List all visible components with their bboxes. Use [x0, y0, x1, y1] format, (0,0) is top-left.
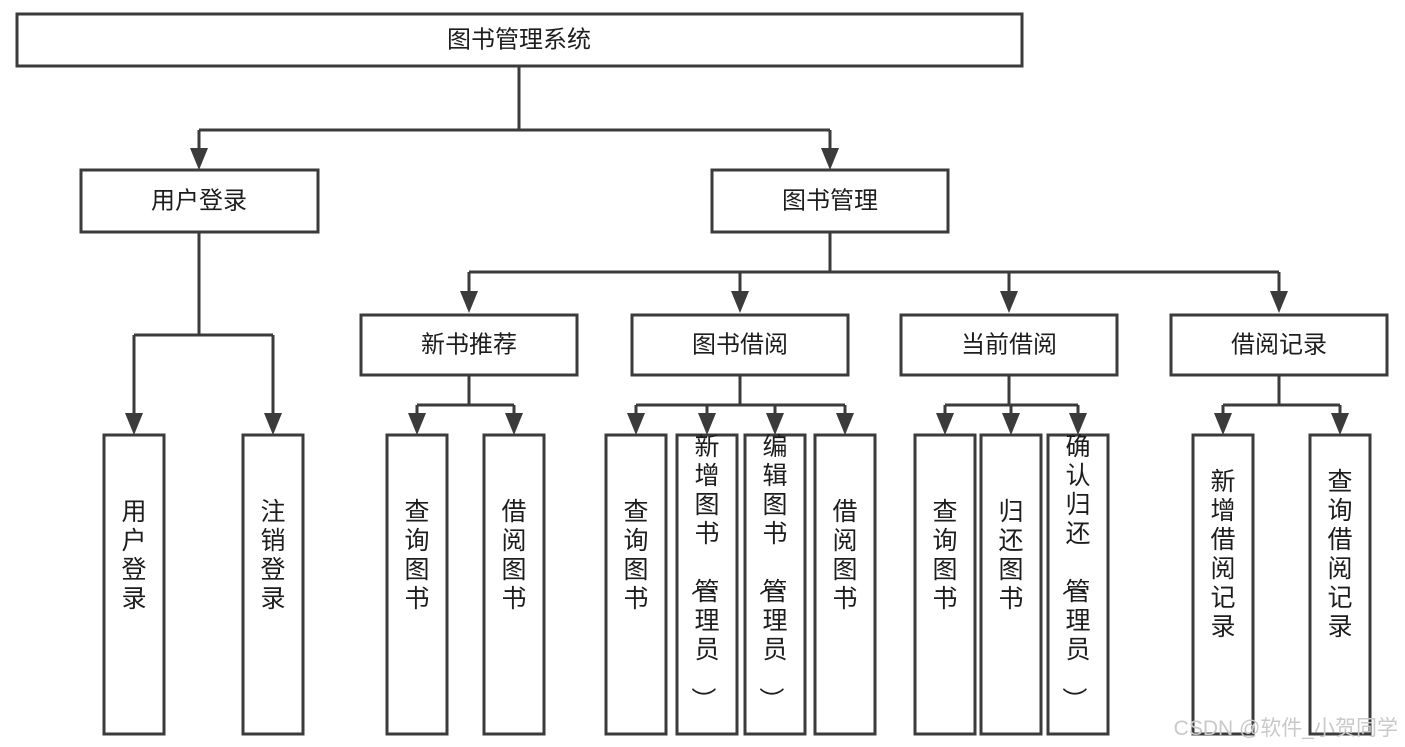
- arrow-head-borrow-record: [1270, 291, 1288, 313]
- leaf-box-book-borrow-edit[interactable]: [743, 433, 807, 736]
- arrow-head-leaf-book-borrow-1: [627, 413, 645, 435]
- leaf-node-current-borrow-query[interactable]: 查询图书: [913, 433, 977, 736]
- leaf-node-current-borrow-confirm[interactable]: 确认归还（管理员）: [1046, 433, 1110, 736]
- leaf-node-user-login-login[interactable]: 用户登录: [102, 433, 166, 736]
- node-new-book-recommend[interactable]: 新书推荐: [359, 313, 579, 377]
- arrow-head-leaf-new-book-1: [408, 413, 426, 435]
- node-user-login[interactable]: 用户登录: [79, 168, 320, 234]
- node-label-user-login: 用户登录: [151, 187, 247, 214]
- leaf-label-new-book-query: 查询图书: [404, 498, 429, 613]
- node-box-user-login[interactable]: [79, 168, 320, 234]
- leaf-box-book-borrow-query[interactable]: [604, 433, 668, 736]
- leaf-box-borrow-record-query[interactable]: [1308, 433, 1372, 736]
- node-box-root[interactable]: [15, 12, 1024, 68]
- arrow-head-leaf-current-borrow-1: [936, 413, 954, 435]
- arrow-head-current-borrow: [1000, 291, 1018, 313]
- leaf-node-user-login-logout[interactable]: 注销登录: [241, 433, 305, 736]
- leaf-box-current-borrow-return[interactable]: [979, 433, 1043, 736]
- leaf-node-current-borrow-return[interactable]: 归还图书: [979, 433, 1043, 736]
- node-label-current-borrow: 当前借阅: [961, 331, 1057, 358]
- leaf-box-user-login-logout[interactable]: [241, 433, 305, 736]
- leaf-label-borrow-record-query: 查询借阅记录: [1327, 468, 1352, 641]
- arrow-head-leaf-current-borrow-3: [1069, 413, 1087, 435]
- leaf-label-user-login-login: 用户登录: [121, 498, 146, 613]
- node-current-borrow[interactable]: 当前借阅: [899, 313, 1119, 377]
- arrow-head-leaf-user-login-2: [264, 413, 282, 435]
- arrow-head-leaf-book-borrow-3: [766, 413, 784, 435]
- leaf-node-borrow-record-query[interactable]: 查询借阅记录: [1308, 433, 1372, 736]
- arrow-head-leaf-current-borrow-2: [1002, 413, 1020, 435]
- arrow-head-leaf-book-borrow-2: [698, 413, 716, 435]
- arrow-head-book-borrow: [731, 291, 749, 313]
- leaf-node-new-book-borrow[interactable]: 借阅图书: [482, 433, 546, 736]
- leaf-box-new-book-borrow[interactable]: [482, 433, 546, 736]
- node-root-system[interactable]: 图书管理系统: [15, 12, 1024, 68]
- leaf-box-book-borrow-borrow[interactable]: [813, 433, 877, 736]
- leaf-label-current-borrow-return: 归还图书: [998, 498, 1023, 613]
- leaf-label-current-borrow-confirm: 确认归还（管理员）: [1059, 433, 1090, 712]
- arrow-head-leaf-book-borrow-4: [836, 413, 854, 435]
- arrow-head-book-mgmt: [821, 148, 839, 170]
- leaf-label-current-borrow-query: 查询图书: [932, 498, 957, 613]
- node-book-borrow[interactable]: 图书借阅: [630, 313, 850, 377]
- leaf-label-book-borrow-add: 新增图书（管理员）: [688, 433, 719, 712]
- node-box-book-borrow[interactable]: [630, 313, 850, 377]
- connector-layer: [125, 66, 1349, 435]
- node-label-borrow-record: 借阅记录: [1231, 331, 1327, 358]
- leaf-label-borrow-record-add: 新增借阅记录: [1210, 468, 1235, 641]
- node-box-current-borrow[interactable]: [899, 313, 1119, 377]
- leaf-node-book-borrow-borrow[interactable]: 借阅图书: [813, 433, 877, 736]
- watermark-label: CSDN @软件_小贺同学: [1174, 717, 1398, 740]
- leaf-node-book-borrow-add[interactable]: 新增图书（管理员）: [675, 433, 739, 736]
- leaf-box-new-book-query[interactable]: [385, 433, 449, 736]
- node-label-book-borrow: 图书借阅: [692, 331, 788, 358]
- node-box-book-management[interactable]: [710, 168, 950, 234]
- leaf-label-book-borrow-edit: 编辑图书（管理员）: [756, 433, 787, 712]
- leaf-node-new-book-query[interactable]: 查询图书: [385, 433, 449, 736]
- leaf-label-new-book-borrow: 借阅图书: [501, 498, 526, 613]
- node-label-new-book-recommend: 新书推荐: [421, 331, 517, 358]
- node-box-new-book-recommend[interactable]: [359, 313, 579, 377]
- arrow-head-leaf-borrow-record-2: [1331, 413, 1349, 435]
- leaf-label-book-borrow-query: 查询图书: [623, 498, 648, 613]
- node-label-book-management: 图书管理: [782, 187, 878, 214]
- leaf-label-book-borrow-borrow: 借阅图书: [832, 498, 857, 613]
- leaf-box-borrow-record-add[interactable]: [1191, 433, 1255, 736]
- arrow-head-leaf-new-book-2: [505, 413, 523, 435]
- leaf-box-current-borrow-confirm[interactable]: [1046, 433, 1110, 736]
- arrow-head-user-login: [190, 148, 208, 170]
- node-book-management[interactable]: 图书管理: [710, 168, 950, 234]
- leaf-box-current-borrow-query[interactable]: [913, 433, 977, 736]
- node-label-root: 图书管理系统: [447, 26, 591, 53]
- arrow-head-leaf-borrow-record-1: [1214, 413, 1232, 435]
- leaf-box-user-login-login[interactable]: [102, 433, 166, 736]
- leaf-box-book-borrow-add[interactable]: [675, 433, 739, 736]
- leaf-node-book-borrow-edit[interactable]: 编辑图书（管理员）: [743, 433, 807, 736]
- arrow-head-leaf-user-login-1: [125, 413, 143, 435]
- node-borrow-record[interactable]: 借阅记录: [1169, 313, 1389, 377]
- leaf-node-book-borrow-query[interactable]: 查询图书: [604, 433, 668, 736]
- arrow-head-new-book-recommend: [460, 291, 478, 313]
- leaf-node-borrow-record-add[interactable]: 新增借阅记录: [1191, 433, 1255, 736]
- node-box-borrow-record[interactable]: [1169, 313, 1389, 377]
- leaf-label-user-login-logout: 注销登录: [260, 498, 285, 613]
